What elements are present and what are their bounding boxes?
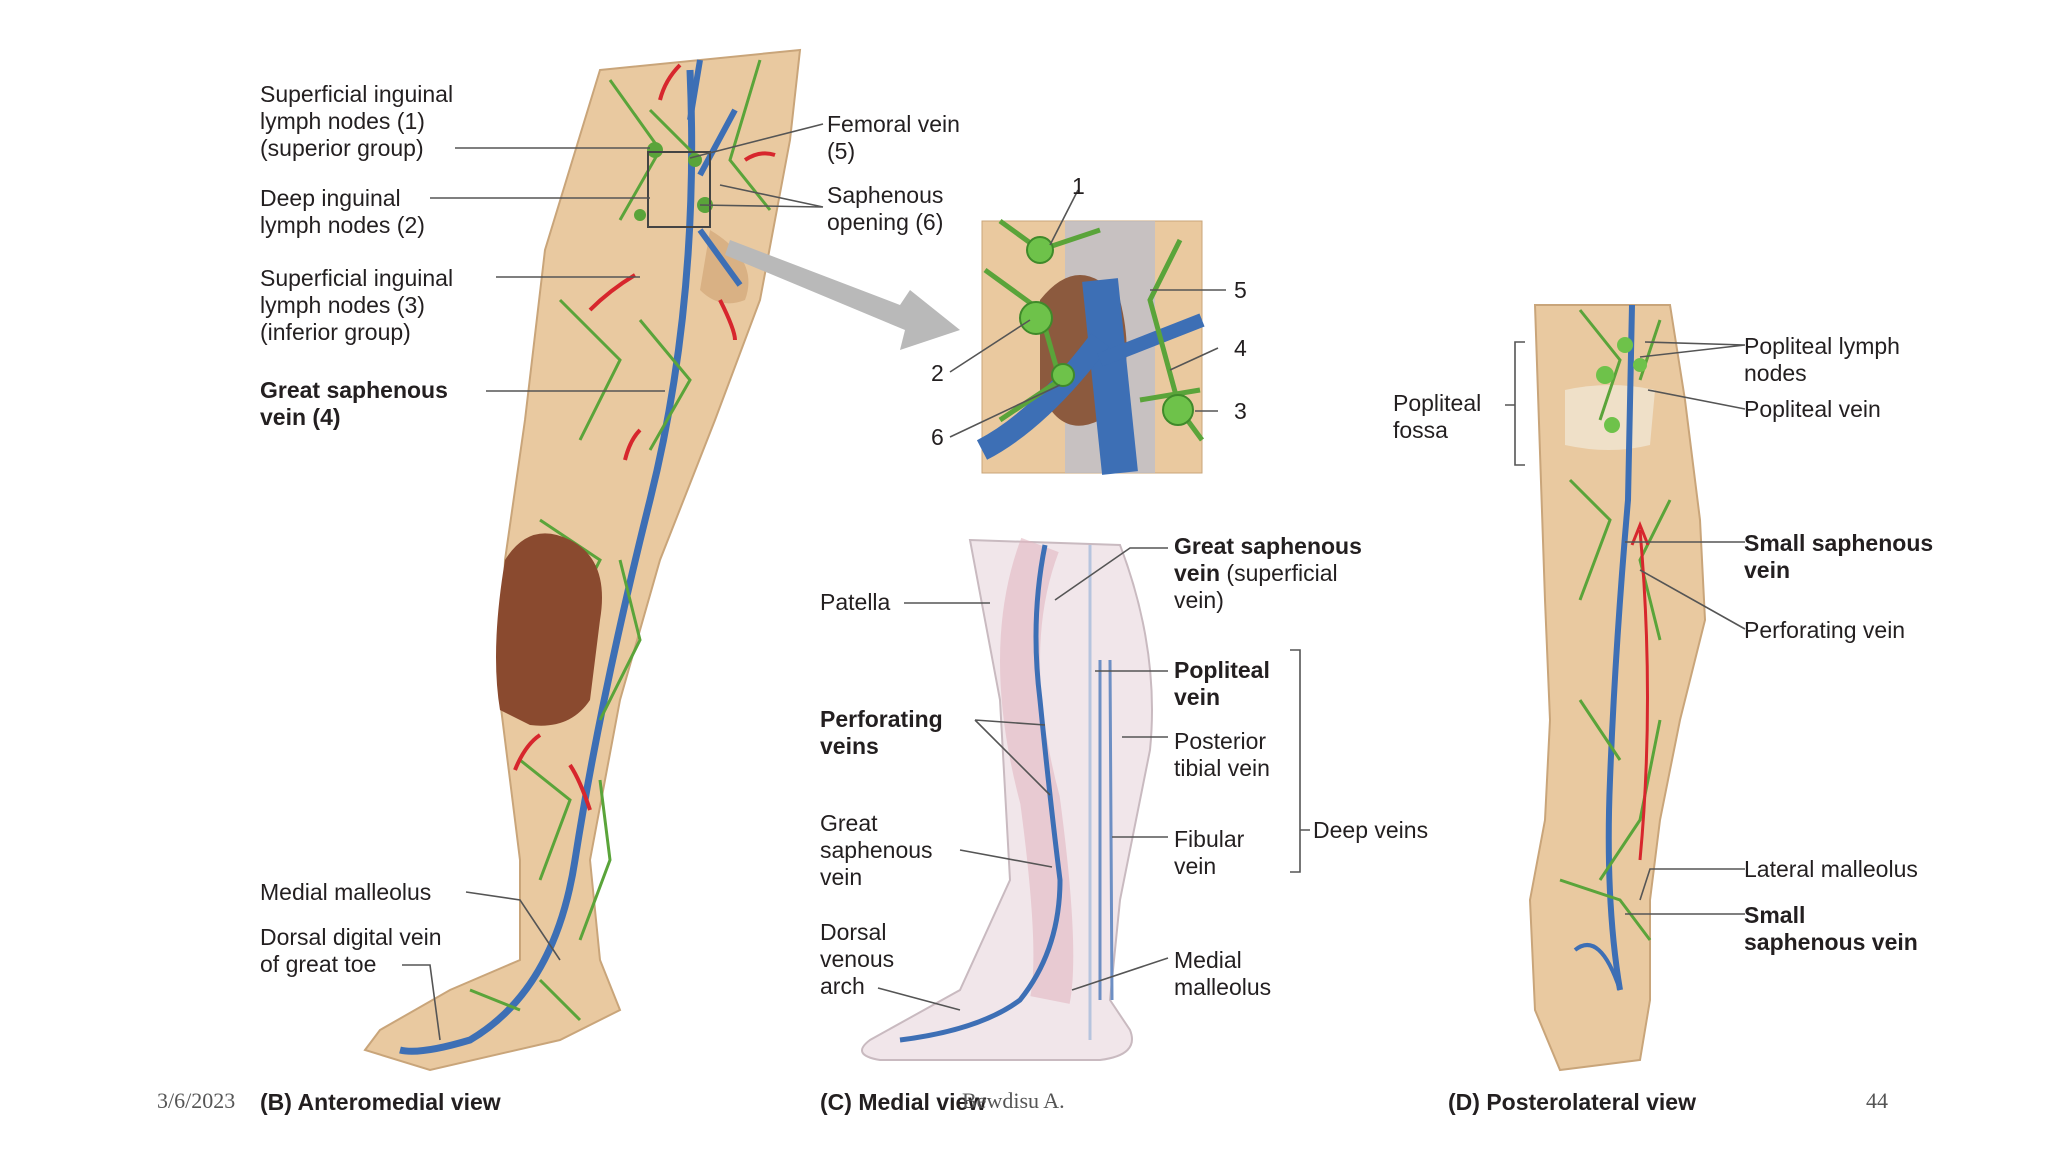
- label-popliteal-fossa: Popliteal fossa: [1393, 390, 1481, 444]
- inset-number-1: 1: [1072, 173, 1085, 199]
- line: (5): [827, 138, 856, 164]
- line: vein (superficial: [1174, 560, 1362, 587]
- line: lymph nodes (1): [260, 108, 425, 134]
- line: Dorsal digital vein: [260, 924, 442, 950]
- line: malleolus: [1174, 974, 1272, 1000]
- label-fibular-vein: Fibular vein: [1174, 826, 1244, 880]
- inset-illustration: [976, 218, 1205, 475]
- label-superficial-inguinal-inferior: Superficial inguinal lymph nodes (3) (in…: [260, 265, 453, 346]
- inset-number-2: 2: [931, 360, 944, 386]
- line-text: vein: [1174, 560, 1221, 586]
- line: Popliteal: [1174, 657, 1270, 683]
- line: Popliteal: [1393, 390, 1482, 416]
- label-great-saphenous-vein-c: Great saphenous vein: [820, 810, 933, 891]
- inset-number-6: 6: [931, 424, 944, 450]
- line: Small: [1744, 902, 1806, 928]
- inset-number-3: 3: [1234, 398, 1247, 424]
- label-small-saphenous-vein-d: Small saphenous vein: [1744, 530, 1933, 584]
- line: vein: [1174, 684, 1221, 710]
- inset-number-4: 4: [1234, 335, 1247, 361]
- line: vein: [1744, 557, 1791, 583]
- label-perforating-vein-d: Perforating vein: [1744, 617, 1906, 643]
- line: Dorsal: [820, 919, 887, 945]
- line: veins: [820, 733, 879, 759]
- line: vein: [820, 864, 863, 890]
- line: arch: [820, 973, 865, 999]
- label-small-saphenous-vein-lower: Small saphenous vein: [1744, 902, 1918, 956]
- line-text: Great saphenous: [1174, 533, 1362, 559]
- label-popliteal-vein-d: Popliteal vein: [1744, 396, 1881, 422]
- line: lymph nodes (2): [260, 212, 425, 238]
- line: (inferior group): [260, 319, 411, 345]
- line: saphenous: [820, 837, 933, 863]
- line: Deep inguinal: [260, 185, 401, 211]
- line: fossa: [1393, 417, 1448, 443]
- label-patella: Patella: [820, 589, 891, 615]
- posterolateral-leg-illustration: [1528, 304, 1707, 1072]
- label-medial-malleolus-c: Medial malleolus: [1174, 947, 1271, 1001]
- line: Small saphenous: [1744, 530, 1934, 556]
- label-great-saphenous-4: Great saphenous vein (4): [260, 377, 448, 431]
- line: opening (6): [827, 209, 944, 235]
- medial-leg-illustration: [861, 537, 1153, 1061]
- label-deep-veins: Deep veins: [1313, 817, 1429, 843]
- caption-anteromedial: (B) Anteromedial view: [260, 1089, 501, 1115]
- inset-number-5: 5: [1234, 277, 1247, 303]
- anteromedial-leg-illustration: [363, 48, 960, 1072]
- label-great-saphenous-superficial: Great saphenous vein (superficial vein): [1174, 533, 1362, 614]
- label-medial-malleolus-b: Medial malleolus: [260, 879, 432, 905]
- label-superficial-inguinal-superior: Superficial inguinal lymph nodes (1) (su…: [260, 81, 453, 162]
- line: of great toe: [260, 951, 377, 977]
- line: Superficial inguinal: [260, 265, 454, 291]
- line-text: (superficial: [1226, 560, 1338, 586]
- label-dorsal-venous-arch: Dorsal venous arch: [820, 919, 894, 1000]
- line: Great: [820, 810, 878, 836]
- line: vein): [1174, 587, 1224, 613]
- label-femoral-vein: Femoral vein (5): [827, 111, 960, 165]
- line: vein: [1174, 853, 1217, 879]
- leader-lines: [402, 123, 1746, 1041]
- caption-medial: (C) Medial view: [820, 1089, 987, 1115]
- label-posterior-tibial-vein: Posterior tibial vein: [1174, 728, 1270, 782]
- footer-date: 3/6/2023: [157, 1088, 236, 1113]
- label-lateral-malleolus: Lateral malleolus: [1744, 856, 1918, 882]
- label-saphenous-opening: Saphenous opening (6): [827, 182, 943, 236]
- line: venous: [820, 946, 895, 972]
- label-perforating-veins: Perforating veins: [820, 706, 943, 760]
- line: Medial: [1174, 947, 1242, 973]
- label-popliteal-lymph-nodes: Popliteal lymph nodes: [1744, 333, 1900, 387]
- line: Fibular: [1174, 826, 1245, 852]
- caption-posterolateral: (D) Posterolateral view: [1448, 1089, 1696, 1115]
- line: Femoral vein: [827, 111, 960, 137]
- hand-illustration: [496, 533, 602, 726]
- line: saphenous vein: [1744, 929, 1918, 955]
- zoom-arrow: [725, 240, 960, 350]
- footer-page-number: 44: [1866, 1088, 1888, 1113]
- line: Saphenous: [827, 182, 944, 208]
- line: nodes: [1744, 360, 1807, 386]
- label-deep-inguinal: Deep inguinal lymph nodes (2): [260, 185, 425, 239]
- label-popliteal-vein-c: Popliteal vein: [1174, 657, 1270, 711]
- line: tibial vein: [1174, 755, 1270, 781]
- line: Great saphenous: [260, 377, 448, 403]
- line: Superficial inguinal: [260, 81, 454, 107]
- footer-author: Bewdisu A.: [962, 1088, 1065, 1113]
- line: (superior group): [260, 135, 424, 161]
- line: Popliteal lymph: [1744, 333, 1900, 359]
- line: Great saphenous: [1174, 533, 1362, 560]
- line: Perforating: [820, 706, 943, 732]
- line: vein (4): [260, 404, 341, 430]
- label-dorsal-digital-vein: Dorsal digital vein of great toe: [260, 924, 442, 978]
- line: Posterior: [1174, 728, 1267, 754]
- line: lymph nodes (3): [260, 292, 425, 318]
